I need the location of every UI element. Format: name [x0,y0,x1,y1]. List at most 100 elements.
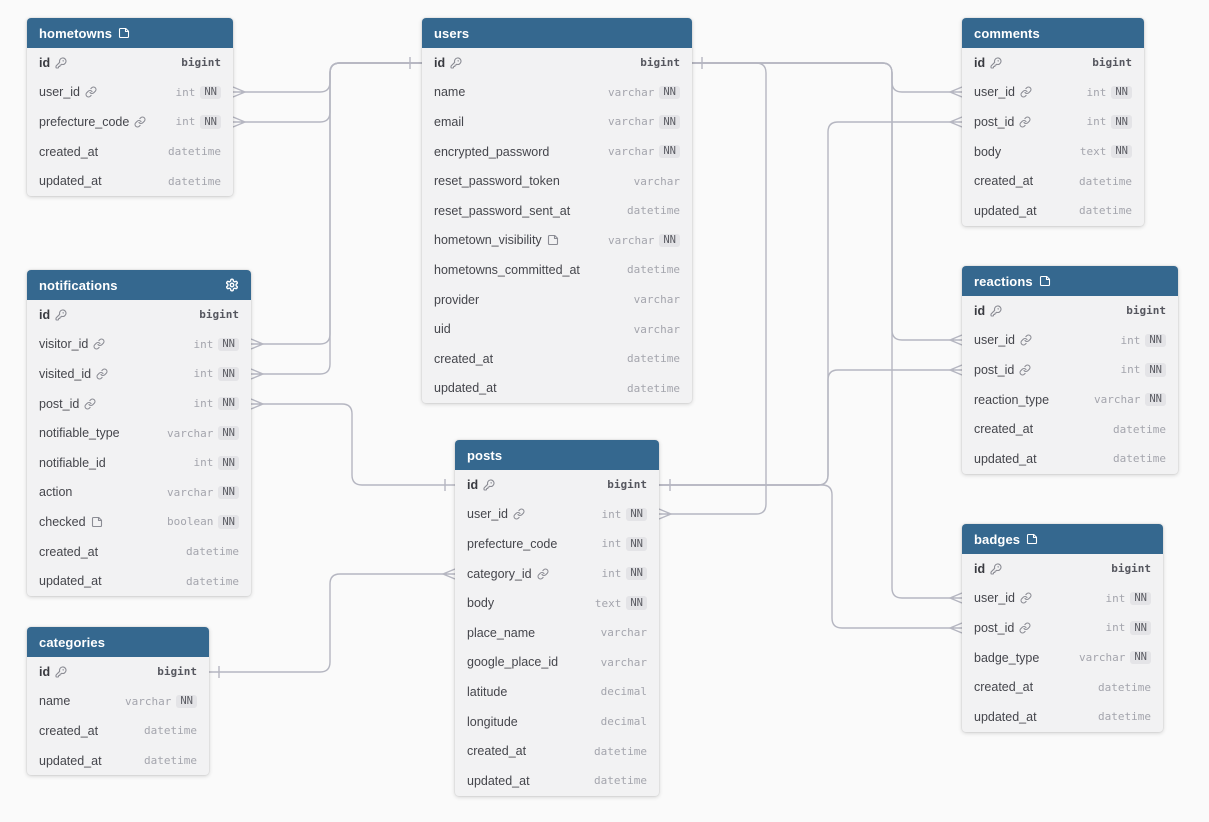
table-header-reactions[interactable]: reactions [962,266,1178,296]
note-icon [1026,533,1038,545]
field-name: badge_type [974,650,1040,665]
not-null-badge: NN [1145,363,1166,377]
table-header-hometowns[interactable]: hometowns [27,18,233,48]
field-name: reset_password_token [434,174,560,189]
key-icon [55,666,67,678]
table-header-users[interactable]: users [422,18,692,48]
not-null-badge: NN [1130,650,1151,665]
field-type: datetime [1113,422,1166,436]
field-name: reaction_type [974,392,1050,407]
field-type: datetime [1098,710,1151,724]
table-header-notifications[interactable]: notifications [27,270,251,300]
link-icon [1019,116,1031,128]
field-type: varchar [600,626,647,640]
field-row-reactions-created_at[interactable]: created_at datetime [962,414,1178,444]
field-name: visitor_id [39,337,89,352]
table-header-badges[interactable]: badges [962,524,1163,554]
edge-users-notifications-visitor_id [263,62,422,345]
field-name: updated_at [39,574,102,589]
field-name: place_name [467,625,536,640]
edge-users-notifications-visited_id [263,62,422,375]
field-name: reset_password_sent_at [434,203,571,218]
field-type: int [601,507,622,521]
table-header-posts[interactable]: posts [455,440,659,470]
table-header-comments[interactable]: comments [962,18,1144,48]
edge-users-hometowns-user_id [245,62,422,93]
field-type: bigint [1111,562,1151,576]
table-header-categories[interactable]: categories [27,627,209,657]
field-name: created_at [974,422,1034,437]
gear-icon[interactable] [225,278,239,292]
table-title: categories [39,634,106,650]
field-row-posts-place_name[interactable]: place_name varchar [455,618,659,648]
field-name: updated_at [39,753,102,768]
